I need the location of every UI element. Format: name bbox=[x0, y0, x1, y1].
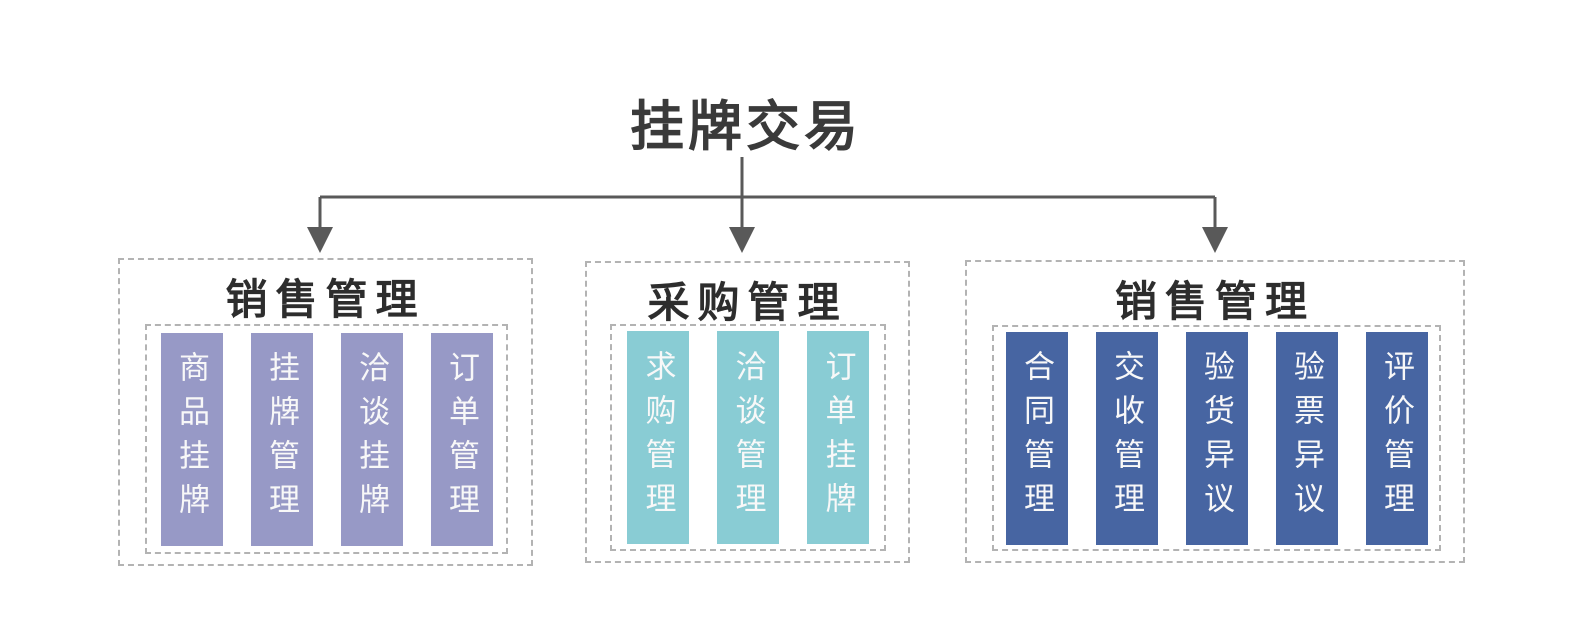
group-inner-panel: 合同管理 交收管理 验货异议 验票异议 评价管理 bbox=[992, 325, 1441, 551]
group-header: 采购管理 bbox=[647, 279, 848, 326]
col-delivery-management: 交收管理 bbox=[1095, 331, 1158, 545]
group-inner-panel: 商品挂牌 挂牌管理 洽谈挂牌 订单管理 bbox=[145, 324, 508, 554]
column-label: 洽谈管理 bbox=[730, 349, 766, 526]
group-inner-panel: 求购管理 洽谈管理 订单挂牌 bbox=[610, 324, 886, 551]
group-sales-management-2: 销售管理 合同管理 交收管理 验货异议 验票异议 评价管理 bbox=[965, 260, 1465, 563]
column-label: 挂牌管理 bbox=[264, 351, 299, 527]
col-ticket-inspection-dispute: 验票异议 bbox=[1275, 331, 1338, 545]
col-negotiation-listing: 洽谈挂牌 bbox=[340, 332, 403, 546]
column-label: 验票异议 bbox=[1289, 350, 1324, 526]
diagram-title: 挂牌交易 bbox=[630, 97, 862, 157]
col-evaluation-management: 评价管理 bbox=[1365, 331, 1428, 545]
col-goods-inspection-dispute: 验货异议 bbox=[1185, 331, 1248, 545]
col-order-management: 订单管理 bbox=[430, 332, 493, 546]
column-label: 订单管理 bbox=[444, 351, 479, 527]
col-purchase-request-management: 求购管理 bbox=[627, 331, 689, 544]
column-label: 交收管理 bbox=[1109, 350, 1144, 526]
col-negotiation-management: 洽谈管理 bbox=[717, 331, 779, 544]
column-label: 评价管理 bbox=[1379, 350, 1414, 526]
group-header: 销售管理 bbox=[225, 276, 426, 323]
column-label: 验货异议 bbox=[1199, 350, 1234, 526]
column-label: 商品挂牌 bbox=[174, 351, 209, 527]
column-label: 订单挂牌 bbox=[820, 349, 856, 526]
group-procurement-management: 采购管理 求购管理 洽谈管理 订单挂牌 bbox=[585, 261, 910, 563]
col-listing-management: 挂牌管理 bbox=[250, 332, 313, 546]
group-sales-management: 销售管理 商品挂牌 挂牌管理 洽谈挂牌 订单管理 bbox=[118, 258, 533, 566]
left-arrowhead-icon bbox=[307, 227, 333, 253]
col-order-listing: 订单挂牌 bbox=[807, 331, 869, 544]
column-label: 洽谈挂牌 bbox=[354, 351, 389, 527]
column-label: 求购管理 bbox=[640, 349, 676, 526]
group-header: 销售管理 bbox=[1114, 278, 1315, 325]
column-label: 合同管理 bbox=[1019, 350, 1054, 526]
right-arrowhead-icon bbox=[1202, 227, 1228, 253]
col-product-listing: 商品挂牌 bbox=[160, 332, 223, 546]
col-contract-management: 合同管理 bbox=[1005, 331, 1068, 545]
center-arrowhead-icon bbox=[729, 227, 755, 253]
